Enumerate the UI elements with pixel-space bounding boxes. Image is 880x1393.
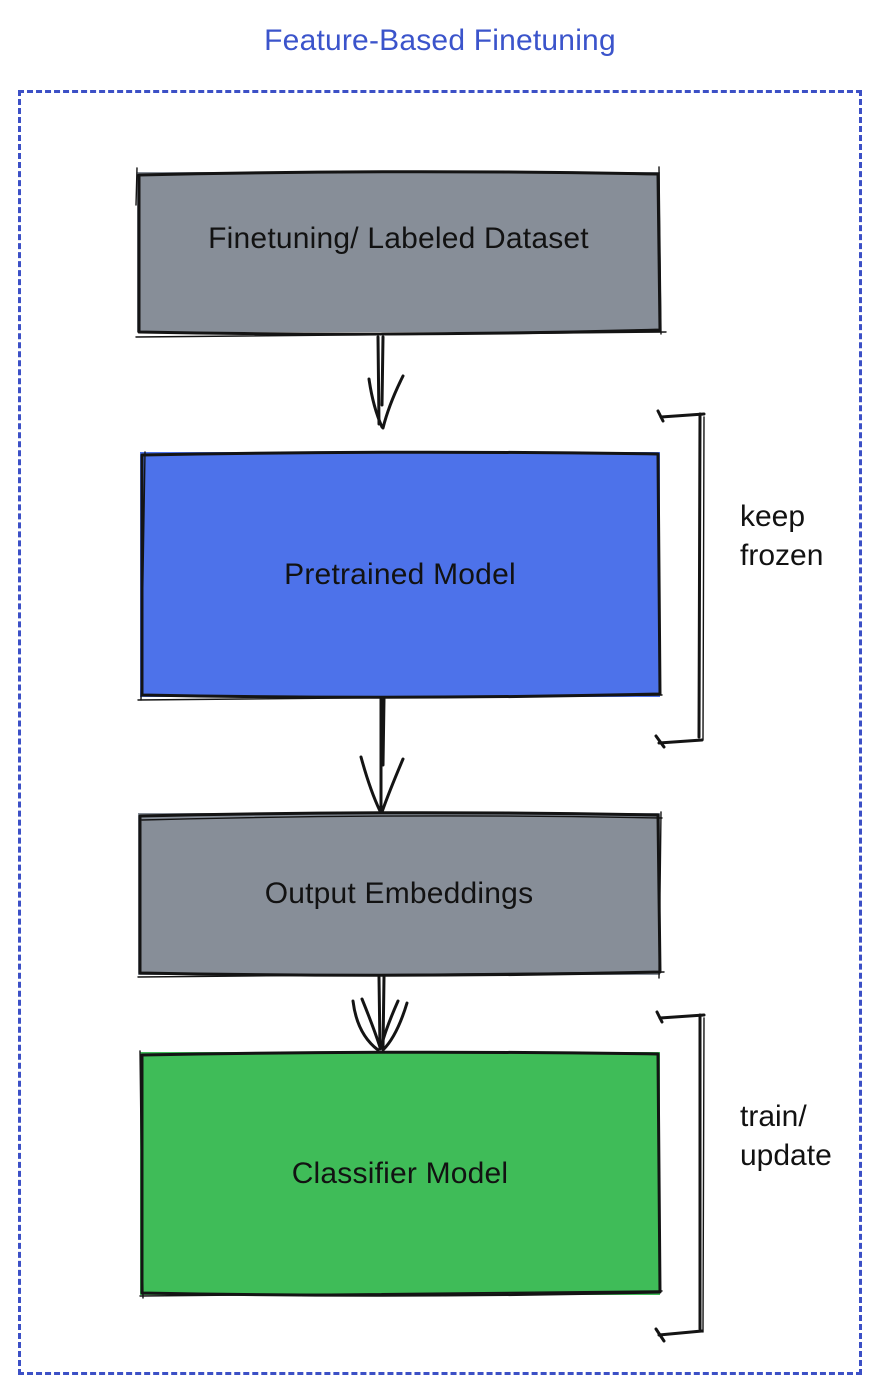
node-classifier-model-label: Classifier Model [291, 1156, 509, 1190]
node-pretrained-model-label: Pretrained Model [284, 557, 516, 591]
node-finetuning-dataset: Finetuning/ Labeled Dataset [137, 172, 660, 332]
node-pretrained-model: Pretrained Model [140, 452, 660, 697]
node-classifier-model: Classifier Model [140, 1052, 660, 1295]
diagram-title: Feature-Based Finetuning [264, 24, 616, 57]
dashed-frame [18, 90, 862, 1375]
annotation-train-update: train/ update [740, 1100, 832, 1172]
annotation-keep-frozen: keep frozen [740, 500, 824, 572]
node-finetuning-dataset-label: Finetuning/ Labeled Dataset [208, 222, 589, 255]
node-output-embeddings: Output Embeddings [138, 813, 660, 975]
node-output-embeddings-label: Output Embeddings [264, 877, 534, 910]
